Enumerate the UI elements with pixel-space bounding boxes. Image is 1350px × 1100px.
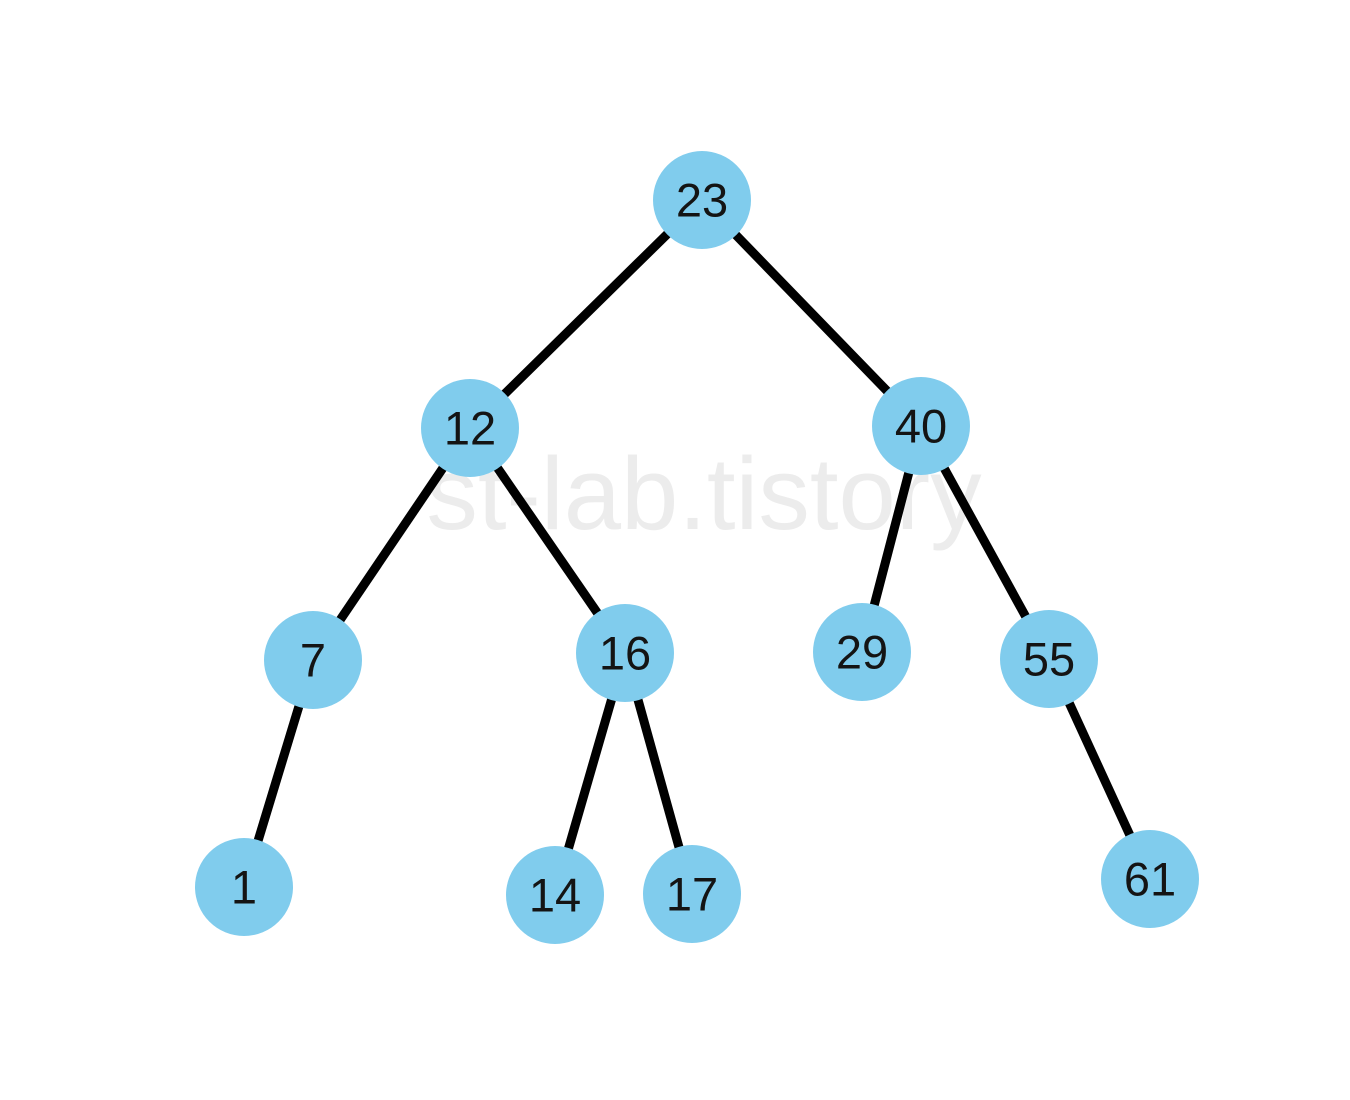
tree-node-label: 23 [676,173,728,226]
tree-node-12: 12 [421,379,519,477]
tree-node-label: 29 [836,625,888,678]
tree-node-circle [506,846,604,944]
tree-node-29: 29 [813,603,911,701]
tree-node-23: 23 [653,151,751,249]
tree-edge-23-40 [698,196,925,430]
tree-node-label: 61 [1124,852,1176,905]
tree-node-circle [1000,610,1098,708]
tree-node-1: 1 [195,838,293,936]
tree-node-16: 16 [576,604,674,702]
tree-node-label: 12 [444,401,496,454]
tree-node-40: 40 [872,377,970,475]
tree-node-label: 40 [895,399,947,452]
tree-node-label: 14 [529,868,581,921]
tree-node-circle [1101,830,1199,928]
tree-node-circle [421,379,519,477]
tree-node-55: 55 [1000,610,1098,708]
tree-node-label: 1 [231,860,257,913]
tree-node-circle [264,611,362,709]
tree-node-circle [653,151,751,249]
tree-node-circle [643,845,741,943]
tree-node-label: 16 [599,626,651,679]
tree-node-circle [195,838,293,936]
tree-node-label: 17 [666,867,718,920]
tree-node-label: 7 [300,633,326,686]
tree-node-circle [813,603,911,701]
tree-node-17: 17 [643,845,741,943]
tree-node-14: 14 [506,846,604,944]
tree-node-circle [872,377,970,475]
tree-node-61: 61 [1101,830,1199,928]
tree-node-7: 7 [264,611,362,709]
tree-edge-23-12 [466,196,706,432]
tree-node-label: 55 [1023,632,1075,685]
tree-node-circle [576,604,674,702]
